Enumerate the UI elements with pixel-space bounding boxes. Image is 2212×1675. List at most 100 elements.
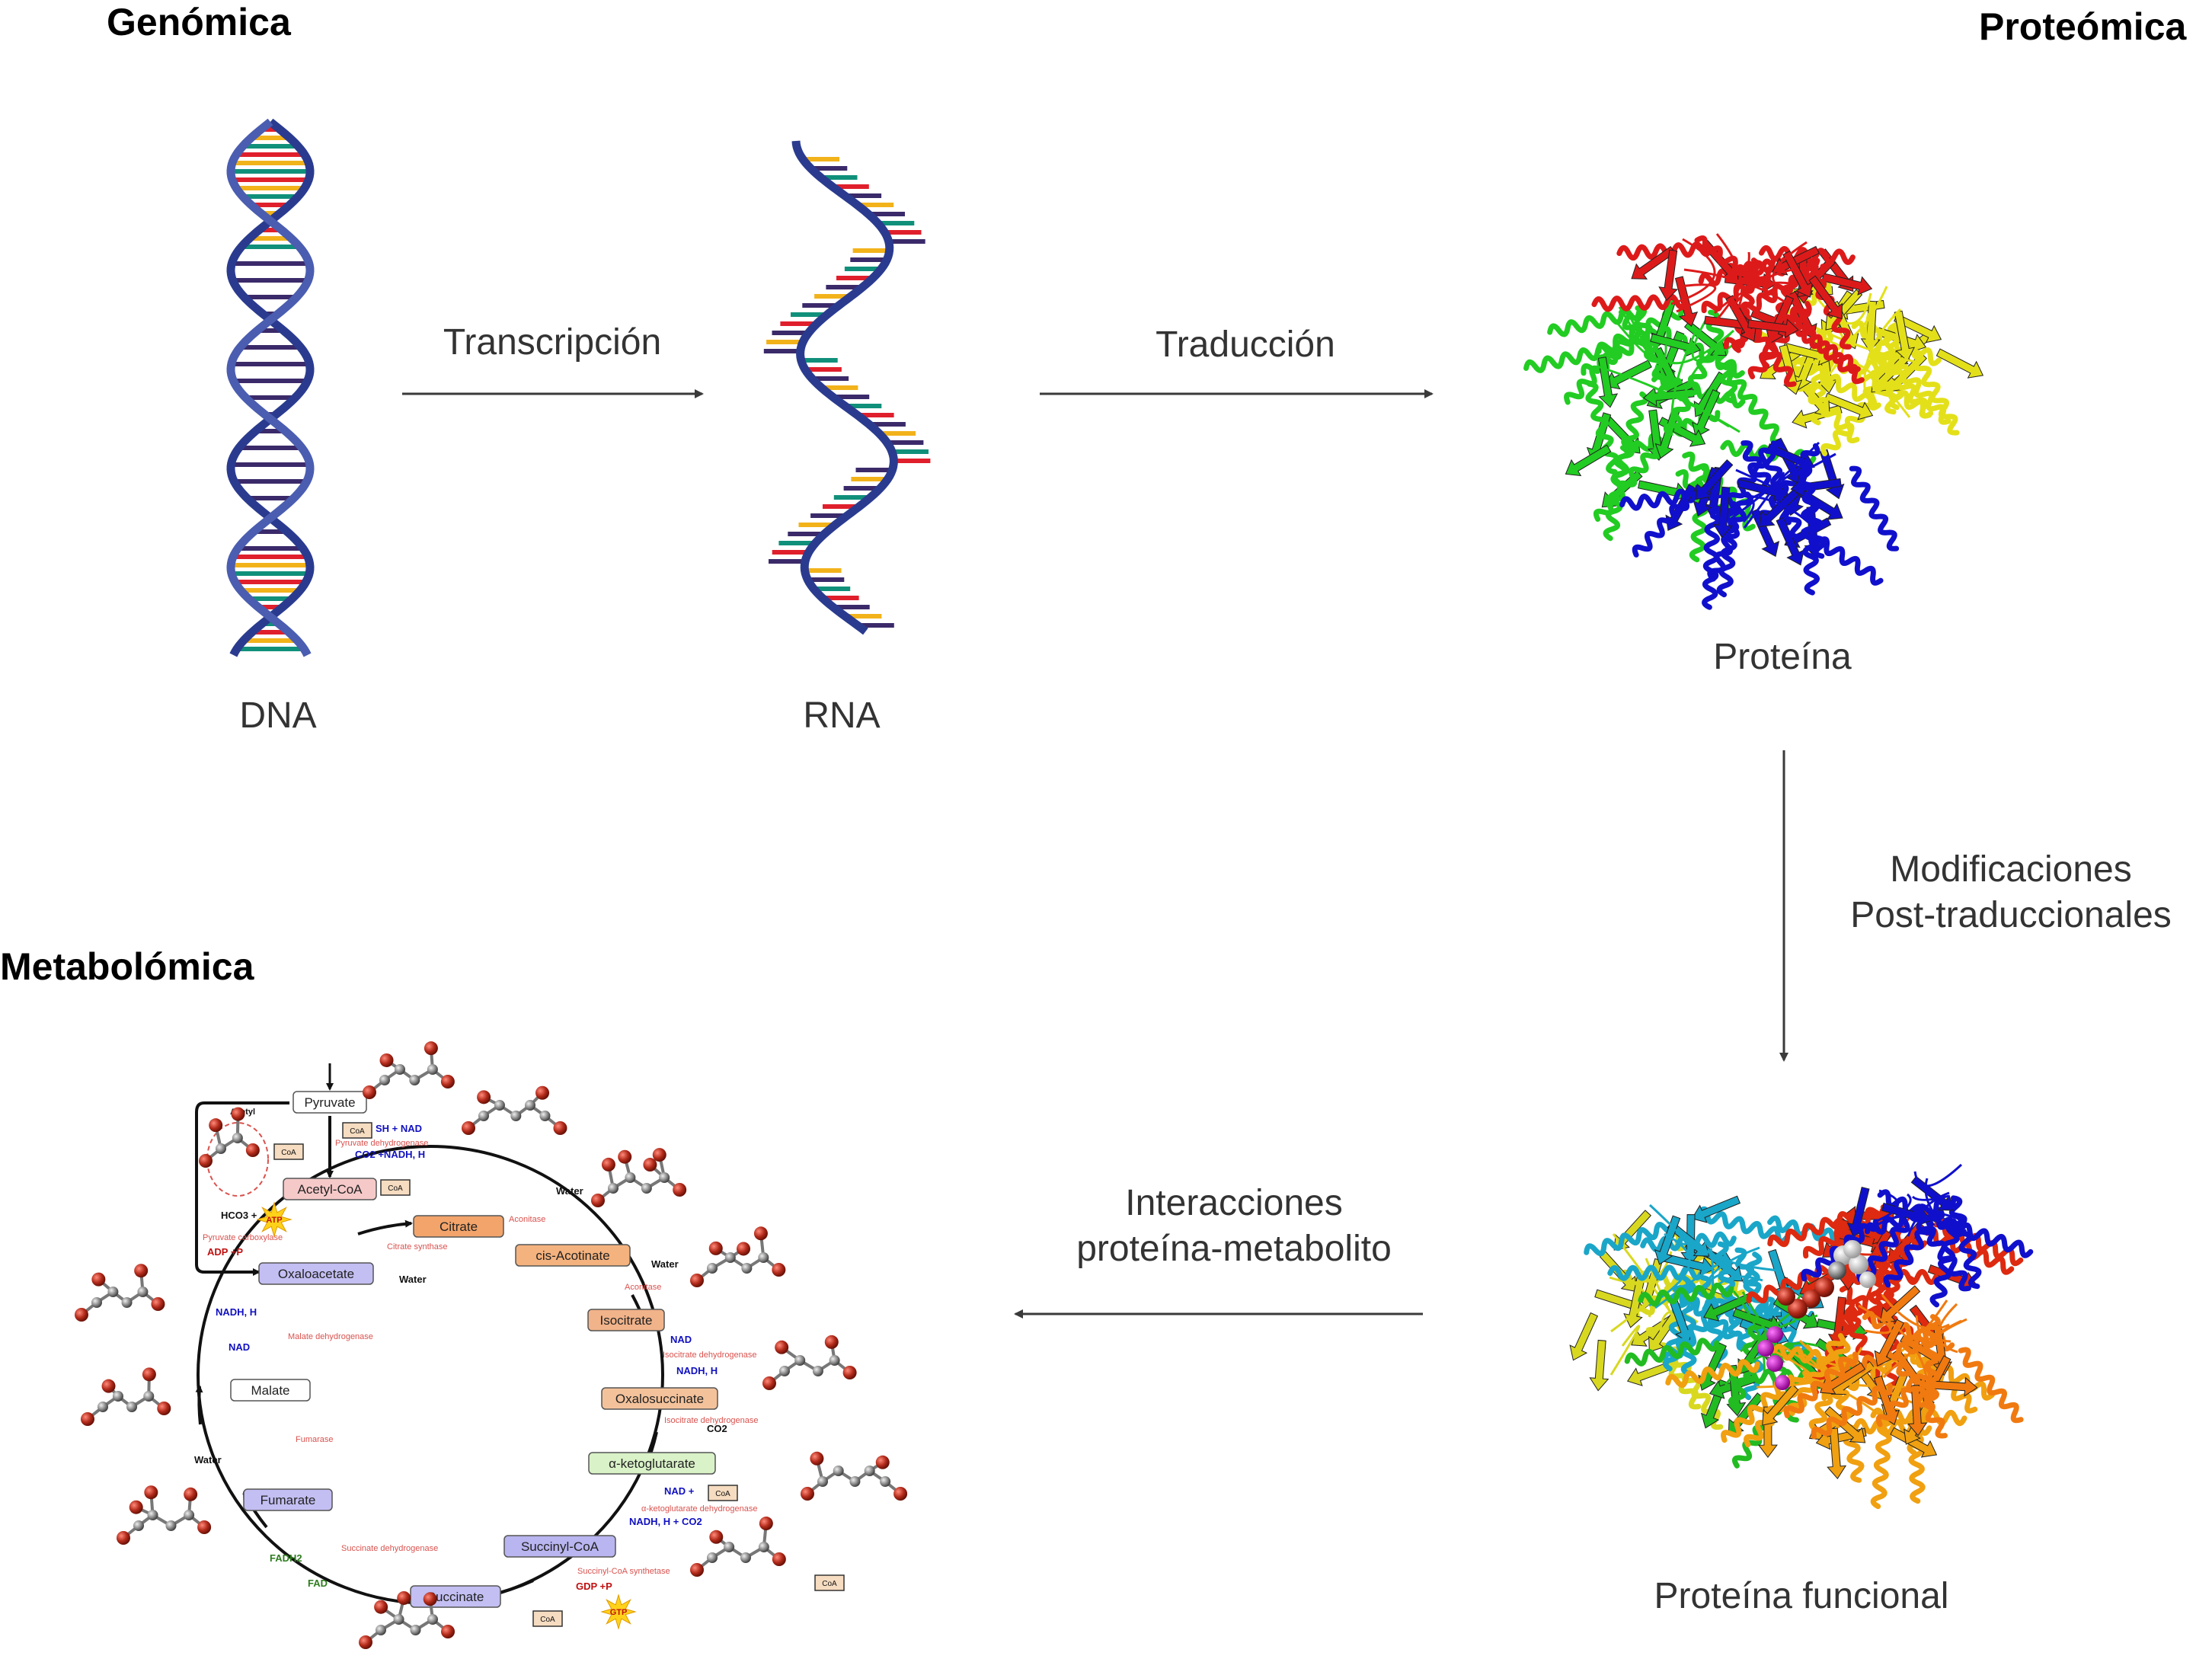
helix-segment: [1910, 349, 1960, 436]
protein-label: Proteína: [1713, 637, 1852, 677]
enzyme-aconitase-2: Aconitase: [625, 1283, 661, 1292]
svg-text:CoA: CoA: [715, 1490, 730, 1498]
helix-segment: [1802, 1204, 1887, 1259]
helix-segment: [1585, 381, 1619, 475]
strand-segment: [1750, 508, 1780, 558]
svg-text:cis-Acotinate: cis-Acotinate: [535, 1248, 609, 1263]
nad-label-2: NAD +: [664, 1485, 695, 1497]
svg-text:Isocitrate: Isocitrate: [600, 1313, 653, 1328]
svg-text:α-ketoglutarate: α-ketoglutarate: [609, 1456, 695, 1471]
tca-metabolite-cis-aconitate: cis-Acotinate: [515, 1244, 631, 1267]
helix-segment: [1801, 498, 1820, 596]
tca-metabolite-oxaloacetate: Oxaloacetate: [258, 1262, 374, 1285]
interaction-label: Interacciones proteína-metabolito: [1028, 1181, 1440, 1272]
co2-nadh-label: CO2 +NADH, H: [355, 1149, 425, 1160]
svg-text:CoA: CoA: [281, 1149, 296, 1157]
tca-metabolite-succinate: Succinate: [410, 1585, 501, 1608]
section-title-proteomics: Proteómica: [1979, 5, 2187, 48]
strand-segment: [1782, 250, 1813, 298]
molecule-succinyl-coa: [690, 1517, 786, 1577]
helix-segment: [1638, 1282, 1734, 1307]
strand-segment: [1691, 1195, 1741, 1223]
helix-segment: [1767, 1211, 1860, 1248]
helix-segment: [1624, 1338, 1720, 1367]
molecule-fumarate: [117, 1485, 212, 1545]
helix-segment: [1884, 350, 1951, 425]
rna-strand-image: [763, 140, 931, 635]
helix-segment: [1640, 1231, 1737, 1253]
strand-segment: [1597, 356, 1619, 408]
strand-segment: [1569, 1312, 1599, 1361]
enzyme-pyruvate-dehydrogenase: Pyruvate dehydrogenase: [335, 1139, 428, 1148]
tca-cycle-diagram: PyruvateAcetyl-CoACitratecis-AcotinateIs…: [75, 1041, 908, 1649]
molecule-oxalosuccinate: [762, 1335, 857, 1390]
loop-segment: [1858, 1294, 1967, 1379]
tca-metabolite-malate: Malate: [230, 1379, 311, 1402]
gtp-star: GTP: [600, 1593, 637, 1630]
interaction-label-line1: Interacciones: [1125, 1183, 1343, 1223]
fad-label: FAD: [308, 1578, 328, 1589]
molecule-oxaloacetate: [75, 1264, 165, 1322]
strand-segment: [1790, 478, 1842, 497]
ptm-label-line1: Modificaciones: [1890, 849, 2132, 890]
helix-segment: [1763, 448, 1802, 540]
translation-label: Traducción: [1156, 324, 1335, 365]
loop-segment: [1709, 441, 1836, 532]
strand-segment: [1890, 1427, 1938, 1458]
loop-segment: [1648, 1204, 1780, 1317]
strand-segment: [1658, 249, 1679, 302]
enzyme-citrate-synthase: Citrate synthase: [387, 1242, 447, 1251]
strand-segment: [1565, 444, 1612, 477]
water-label-2: Water: [651, 1258, 679, 1270]
dna-backbone-strand: [226, 118, 315, 657]
adp-label: ADP +P: [207, 1246, 243, 1258]
tca-metabolite-pyruvate: Pyruvate: [292, 1091, 367, 1114]
strand-segment: [1936, 348, 1984, 379]
coa-box-4: CoA: [708, 1485, 738, 1501]
svg-text:ATP: ATP: [266, 1216, 282, 1225]
strand-segment: [1695, 459, 1734, 500]
helix-segment: [1564, 333, 1635, 405]
molecule-isocitrate: [690, 1226, 786, 1287]
tca-metabolite-citrate: Citrate: [413, 1215, 504, 1238]
svg-text:Fumarate: Fumarate: [261, 1493, 316, 1507]
svg-text:CoA: CoA: [388, 1184, 403, 1193]
helix-segment: [1923, 1314, 1941, 1411]
enzyme-isocitrate-dehydrogenase: Isocitrate dehydrogenase: [663, 1351, 757, 1360]
molecule-cis-aconitate: [591, 1148, 687, 1207]
helix-segment: [1607, 1264, 1705, 1281]
strand-segment: [1808, 275, 1843, 320]
helix-segment: [1702, 513, 1721, 610]
coa-box-2: CoA: [380, 1179, 411, 1196]
tca-metabolite-oxalosuccinate: Oxalosuccinate: [601, 1387, 718, 1410]
section-title-genomics: Genómica: [107, 1, 291, 43]
helix-segment: [1603, 445, 1631, 542]
helix-segment: [1731, 1386, 1793, 1469]
gdp-label: GDP +P: [576, 1581, 612, 1592]
rna-label: RNA: [803, 695, 881, 736]
tca-metabolite-a-ketoglutarate: α-ketoglutarate: [588, 1452, 716, 1475]
fadh2-label: FADH2: [270, 1552, 302, 1564]
loop-segment: [1872, 1163, 1967, 1237]
svg-text:Citrate: Citrate: [440, 1219, 478, 1234]
tca-metabolite-isocitrate: Isocitrate: [587, 1309, 665, 1331]
helix-segment: [1893, 1355, 1948, 1439]
helix-segment: [1913, 1210, 1971, 1292]
interaction-label-line2: proteína-metabolito: [1076, 1229, 1392, 1269]
molecule-pyruvate: [363, 1041, 455, 1099]
helix-segment: [1705, 309, 1738, 404]
helix-segment: [1904, 1344, 1978, 1414]
coa-box-1: CoA: [342, 1122, 372, 1139]
helix-segment: [1798, 463, 1827, 559]
loop-segment: [1670, 233, 1808, 321]
svg-text:Succinyl-CoA: Succinyl-CoA: [521, 1539, 599, 1554]
svg-text:Malate: Malate: [251, 1383, 289, 1398]
strand-segment: [1589, 1339, 1609, 1392]
helix-segment: [1783, 1351, 1859, 1418]
molecule-citrate: [462, 1085, 567, 1135]
bound-metabolite-spheres: [1757, 1240, 1876, 1390]
atp-star: ATP: [256, 1201, 292, 1238]
helix-segment: [1584, 1222, 1677, 1257]
helix-segment: [1948, 1195, 1982, 1290]
helix-segment: [1747, 301, 1812, 380]
